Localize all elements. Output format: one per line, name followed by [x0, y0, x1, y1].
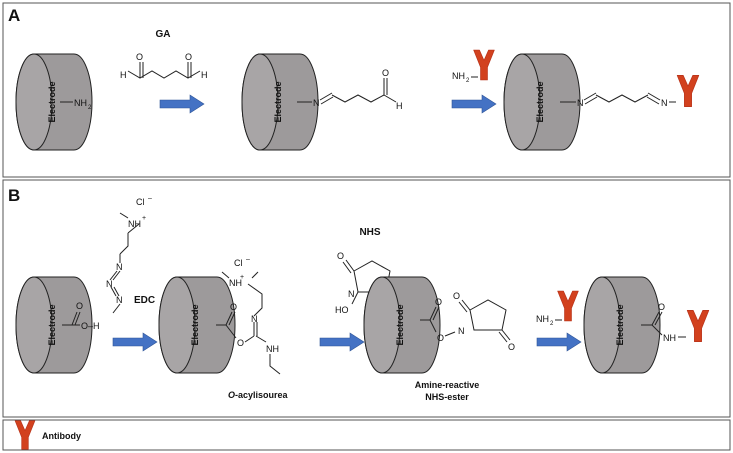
- svg-text:NH: NH: [452, 71, 465, 81]
- svg-text:H: H: [201, 70, 208, 80]
- svg-text:Cl: Cl: [234, 258, 243, 268]
- nhs-ester-structure: [420, 299, 511, 343]
- arrow-b1: [112, 332, 158, 352]
- arrow-b2: [319, 332, 365, 352]
- svg-text:NH: NH: [229, 278, 242, 288]
- electrode-label: Electrode: [47, 81, 57, 122]
- caption-nhs-ester-line1: Amine-reactive: [415, 380, 480, 390]
- svg-text:N: N: [116, 262, 123, 272]
- svg-text:NH: NH: [663, 333, 676, 343]
- panel-a-frame: [2, 2, 731, 178]
- electrode-a2: Electrode: [241, 53, 319, 151]
- electrode-b4: Electrode: [583, 276, 661, 374]
- svg-text:N: N: [577, 98, 584, 108]
- svg-text:Electrode: Electrode: [615, 304, 625, 345]
- svg-text:NH: NH: [266, 344, 279, 354]
- electrode-a1: Electrode: [15, 53, 93, 151]
- svg-text:N: N: [116, 295, 123, 305]
- svg-text:N: N: [251, 314, 258, 324]
- svg-text:O: O: [453, 291, 460, 301]
- amine-group: NH: [74, 98, 87, 108]
- reagent-edc: EDC: [134, 295, 155, 306]
- svg-text:O: O: [435, 297, 442, 307]
- svg-text:O–H: O–H: [81, 321, 100, 331]
- svg-text:NH: NH: [536, 314, 549, 324]
- svg-text:2: 2: [88, 105, 92, 111]
- carboxyl-group: [62, 311, 81, 326]
- svg-text:O: O: [185, 52, 192, 62]
- acylisourea-structure: [216, 271, 281, 375]
- edc-structure: [109, 212, 140, 314]
- amide-structure: [641, 311, 686, 338]
- diimine-chain-a3: [583, 92, 661, 105]
- svg-text:+: +: [240, 274, 244, 281]
- antibody-reagent-a: [473, 49, 495, 81]
- electrode-b2: Electrode: [158, 276, 236, 374]
- svg-text:2: 2: [550, 321, 554, 327]
- svg-text:O: O: [658, 302, 665, 312]
- svg-text:N: N: [313, 98, 320, 108]
- svg-text:O: O: [230, 302, 237, 312]
- imine-chain-a2: [319, 78, 397, 105]
- svg-text:Electrode: Electrode: [190, 304, 200, 345]
- svg-text:O: O: [136, 52, 143, 62]
- svg-text:N: N: [348, 289, 355, 299]
- antibody-reagent-b: [557, 290, 579, 322]
- legend-frame: [2, 419, 731, 451]
- caption-nhs-ester-line2: NHS-ester: [425, 392, 469, 402]
- svg-text:O: O: [382, 68, 389, 78]
- electrode-a3: Electrode: [503, 53, 581, 151]
- svg-text:O: O: [337, 251, 344, 261]
- svg-text:HO: HO: [335, 305, 349, 315]
- svg-text:NH: NH: [128, 219, 141, 229]
- reagent-nhs: NHS: [359, 227, 380, 238]
- panel-letter-a: A: [8, 6, 20, 25]
- svg-text:H: H: [396, 101, 403, 111]
- glutaraldehyde-structure: [127, 62, 201, 79]
- svg-text:Electrode: Electrode: [395, 304, 405, 345]
- svg-text:O: O: [437, 333, 444, 343]
- svg-text:Cl: Cl: [136, 197, 145, 207]
- svg-text:Electrode: Electrode: [47, 304, 57, 345]
- svg-text:N: N: [106, 279, 113, 289]
- arrow-a1: [159, 94, 205, 114]
- svg-text:–: –: [246, 256, 250, 263]
- svg-text:N: N: [661, 98, 668, 108]
- arrow-a2: [451, 94, 497, 114]
- arrow-b3: [536, 332, 582, 352]
- antibody-bound-a: [676, 75, 700, 107]
- antibody-icon: [14, 420, 36, 450]
- panel-b-frame: [2, 179, 731, 418]
- caption-acylisourea: O-acylisourea: [228, 390, 289, 400]
- reagent-ga: GA: [156, 29, 171, 40]
- svg-text:+: +: [142, 215, 146, 222]
- svg-text:2: 2: [466, 78, 470, 84]
- svg-text:H: H: [120, 70, 127, 80]
- svg-text:O: O: [76, 301, 83, 311]
- svg-text:–: –: [148, 195, 152, 202]
- legend-antibody-label: Antibody: [42, 431, 81, 441]
- svg-text:Electrode: Electrode: [535, 81, 545, 122]
- electrode-b3: Electrode: [363, 276, 441, 374]
- panel-letter-b: B: [8, 186, 20, 205]
- electrode-b1: Electrode: [15, 276, 93, 374]
- svg-text:O: O: [508, 342, 515, 352]
- svg-text:Electrode: Electrode: [273, 81, 283, 122]
- antibody-bound-b: [686, 310, 710, 342]
- svg-text:N: N: [458, 326, 465, 336]
- svg-text:O: O: [237, 338, 244, 348]
